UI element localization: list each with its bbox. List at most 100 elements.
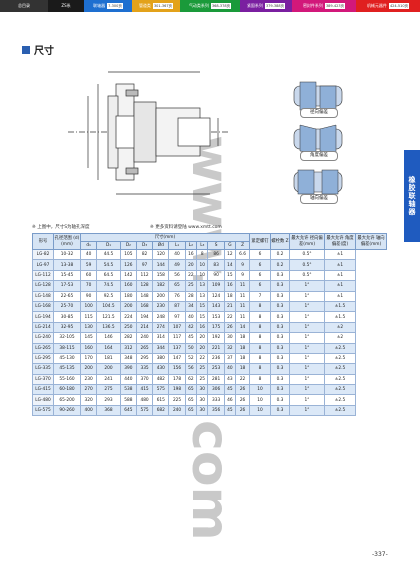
table-cell: 1° (289, 363, 325, 375)
table-cell: ±1.5 (324, 300, 356, 313)
table-cell: ±2.5 (324, 363, 356, 375)
nav-item-catalog[interactable]: 总目录 (0, 0, 48, 12)
table-cell: 182 (152, 280, 170, 292)
table-cell: 335 (135, 363, 154, 375)
table-cell: 1° (289, 373, 325, 386)
table-cell: 12 (223, 248, 237, 261)
table-cell: 0.3 (270, 373, 290, 386)
table-cell: 145 (79, 332, 98, 344)
table-cell: 160 (119, 280, 137, 292)
table-cell: 92.5 (96, 290, 121, 302)
table-cell: 97 (135, 259, 154, 271)
table-cell: 0.3 (270, 311, 290, 323)
table-cell: 90 (207, 269, 225, 282)
table-cell: 10 (196, 269, 209, 282)
table-cell: 76 (168, 290, 186, 302)
table-cell: 25 (196, 373, 209, 386)
table-cell: 265 (135, 342, 154, 354)
axial-misalignment-figure: 轴向偏差 (288, 166, 348, 206)
table-cell: 121.5 (96, 311, 121, 323)
table-cell: 65-200 (53, 394, 81, 406)
table-cell: 8 (249, 311, 271, 323)
table-cell: 40 (79, 248, 98, 261)
table-cell: 65 (168, 280, 186, 292)
table-cell: 538 (119, 384, 137, 396)
table-cell: 56 (168, 269, 186, 282)
table-cell: 82 (135, 248, 154, 261)
radial-misalignment-label: 径向偏差 (300, 108, 338, 118)
table-cell: 440 (119, 373, 137, 386)
model-cell: LG-265 (32, 342, 54, 354)
dim-col-header: L₁ (168, 241, 186, 250)
nav-item-zs[interactable]: ZS系 (48, 0, 84, 12)
table-cell: 356 (207, 404, 225, 417)
table-cell: 0.5° (289, 259, 325, 271)
table-cell: 153 (207, 311, 225, 323)
table-cell: 198 (168, 384, 186, 396)
table-cell: 26 (235, 394, 250, 406)
side-category-tab[interactable]: 橡胶联轴器 (404, 150, 420, 242)
table-cell: 10 (249, 384, 271, 396)
table-cell: 312 (119, 342, 137, 354)
table-cell: 7 (249, 290, 271, 302)
table-cell: 221 (207, 342, 225, 354)
table-cell: 30-85 (53, 311, 81, 323)
table-cell: 8 (196, 248, 209, 261)
table-cell: 230 (152, 300, 170, 313)
table-cell: 30 (223, 332, 237, 344)
table-cell: 380 (152, 352, 170, 365)
table-cell: 26 (235, 404, 250, 417)
table-cell: 0.2 (270, 259, 290, 271)
table-cell: 253 (207, 363, 225, 375)
table-cell: 18 (235, 332, 250, 344)
table-cell: 11 (235, 300, 250, 313)
table-cell: 175 (207, 321, 225, 334)
table-cell: 130 (79, 321, 98, 334)
table-cell: 181 (96, 352, 121, 365)
table-cell: 0.3 (270, 300, 290, 313)
table-cell: 13-38 (53, 259, 81, 271)
dim-col-header: d₁ (79, 241, 98, 250)
table-cell: 148 (135, 290, 154, 302)
table-cell: 1° (289, 384, 325, 396)
table-cell: ±1 (324, 280, 356, 292)
table-cell: 274 (152, 321, 170, 334)
table-cell: 22 (184, 269, 198, 282)
table-cell: 6 (249, 248, 271, 261)
table-cell: 9 (235, 269, 250, 282)
table-cell: 0.3 (270, 342, 290, 354)
table-cell: 20 (196, 332, 209, 344)
dimension-spec-table: 形号 孔径范围 (d)(mm) 尺寸(mm) 紧定螺钉 螺栓数 Z 最大允许 径… (32, 233, 387, 417)
table-cell: 0.3 (270, 404, 290, 417)
table-cell: 0.3 (270, 332, 290, 344)
table-cell: 241 (96, 373, 121, 386)
table-cell: 20 (196, 342, 209, 354)
table-cell: 117 (168, 332, 186, 344)
table-cell: 333 (207, 394, 225, 406)
table-cell: 282 (119, 332, 137, 344)
table-cell: 34 (184, 300, 198, 313)
table-cell: 87 (168, 300, 186, 313)
table-cell: 49 (168, 259, 186, 271)
angular-misalignment-figure: 角度偏差 (288, 123, 348, 163)
table-cell: 42 (184, 321, 198, 334)
table-cell: 11 (235, 311, 250, 323)
table-cell: ±2.5 (324, 342, 356, 354)
table-cell: 25 (196, 363, 209, 375)
table-cell: 46 (223, 394, 237, 406)
